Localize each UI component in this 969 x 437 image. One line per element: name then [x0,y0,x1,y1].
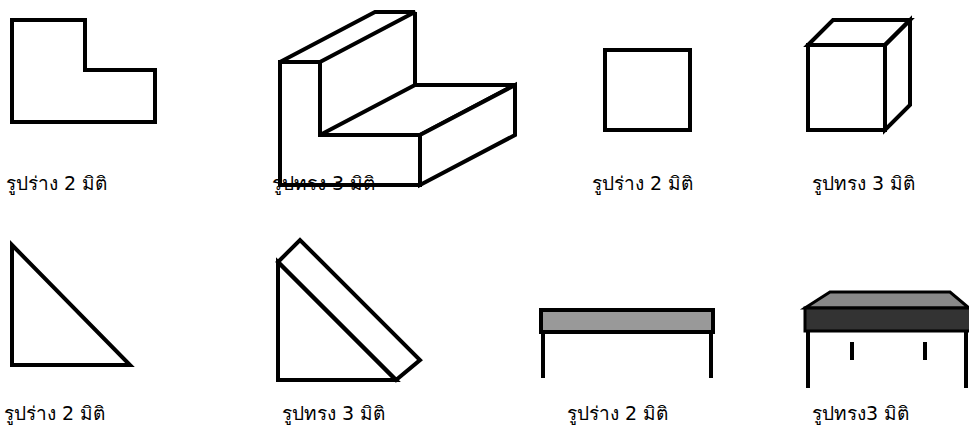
shape-caption: รูปร่าง 2 มิติ [4,402,105,425]
triangle [12,245,130,365]
table-solid [805,292,969,388]
stairs-solid [280,12,515,185]
l-shape [12,20,155,122]
shape-caption: รูปร่าง 2 มิติ [592,172,693,195]
shape-caption: รูปทรง 3 มิติ [282,402,385,425]
shape-caption: รูปทรง3 มิติ [812,402,909,425]
square [605,50,690,130]
prism-solid [278,240,420,380]
cube-solid [808,20,910,130]
shape-caption: รูปทรง 3 มิติ [272,172,375,195]
shape-caption: รูปร่าง 2 มิติ [6,172,107,195]
table-front-view [541,310,713,378]
shape-caption: รูปร่าง 2 มิติ [567,402,668,425]
shape-caption: รูปทรง 3 มิติ [812,172,915,195]
